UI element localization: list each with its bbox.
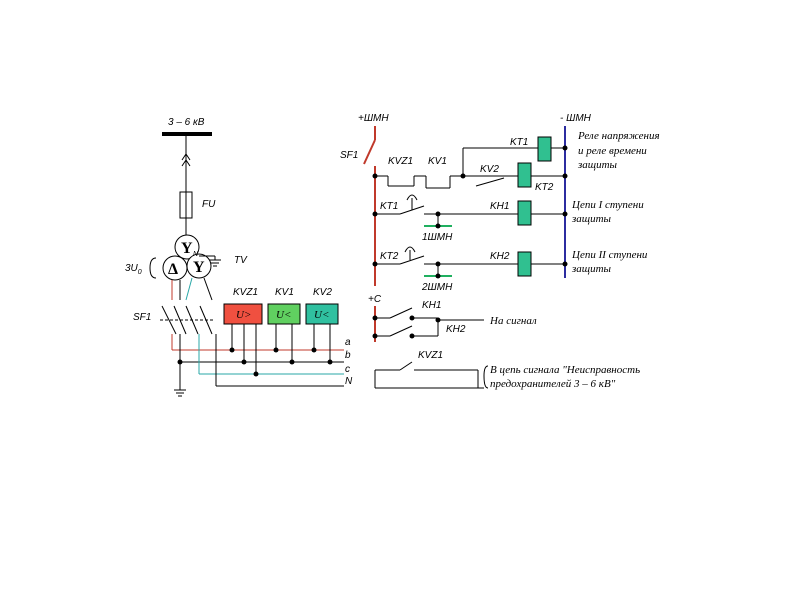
desc-stage1-line1: Цепи I ступени bbox=[571, 199, 644, 211]
junction-dot bbox=[372, 261, 378, 267]
junction-dot bbox=[289, 359, 295, 365]
time-delay-arc bbox=[406, 194, 418, 201]
junction-dot bbox=[311, 347, 317, 353]
desc-stage2-line1: Цепи II ступени bbox=[571, 249, 648, 261]
coil-kh2 bbox=[517, 251, 532, 277]
relay-kv2 bbox=[305, 303, 339, 325]
bus-label-n: N bbox=[345, 376, 353, 387]
yn-sub: N bbox=[193, 251, 199, 258]
bus-label-c: c bbox=[345, 364, 350, 375]
plus-c-label: +С bbox=[368, 294, 382, 305]
kt1-coil-label: KT1 bbox=[510, 137, 528, 148]
time-delay-arc bbox=[404, 246, 416, 253]
junction-dot bbox=[372, 173, 378, 179]
tv-star-winding bbox=[186, 253, 212, 279]
disconnector-icon bbox=[181, 153, 191, 167]
desc-relays-line3: защиты bbox=[577, 159, 618, 171]
kh2-coil-label: KH2 bbox=[490, 251, 510, 262]
junction-dot bbox=[372, 315, 378, 321]
kv2-contact-label: KV2 bbox=[480, 164, 499, 175]
coil-kt1 bbox=[537, 136, 552, 162]
junction-dot bbox=[562, 211, 568, 217]
minus-shmn-label: - ШМН bbox=[560, 113, 592, 124]
signal-circuit: +С KH1 KH2 На сигнал KVZ1 В цепь сигнала… bbox=[368, 294, 640, 390]
kt1-contact-label: KT1 bbox=[380, 201, 398, 212]
junction-dot bbox=[562, 145, 568, 151]
junction-dot bbox=[372, 333, 378, 339]
junction-dot bbox=[435, 273, 441, 279]
desc-relays-line1: Реле напряжения bbox=[577, 130, 660, 142]
fault-signal-line1: В цепь сигнала "Неисправность bbox=[490, 364, 640, 376]
fuse-label: FU bbox=[202, 199, 216, 210]
tv-primary-winding bbox=[174, 234, 200, 260]
relay-label-kv2: KV2 bbox=[313, 287, 332, 298]
sf1-right-blade bbox=[363, 139, 376, 165]
desc-stage2-line2: защиты bbox=[571, 263, 612, 275]
signal-brace bbox=[483, 365, 489, 389]
relay-kvz1 bbox=[223, 303, 263, 325]
junction-dot bbox=[409, 315, 415, 321]
sf1-blade-1 bbox=[161, 305, 177, 335]
fault-signal-line2: предохранителей 3 – 6 кВ" bbox=[490, 378, 616, 390]
kh1-contact-label: KH1 bbox=[422, 300, 441, 311]
kvz1-signal-label: KVZ1 bbox=[418, 350, 443, 361]
relay-kv1 bbox=[267, 303, 301, 325]
junction-dot bbox=[409, 333, 415, 339]
shmn2-label: 2ШМН bbox=[421, 282, 453, 293]
junction-dot bbox=[241, 359, 247, 365]
kvz1-contact-label: KVZ1 bbox=[388, 156, 413, 167]
to-signal-label: На сигнал bbox=[489, 315, 537, 327]
bus-label-a: a bbox=[345, 337, 351, 348]
junction-dot bbox=[372, 211, 378, 217]
u0-brace bbox=[149, 257, 157, 279]
relay-label-kvz1: KVZ1 bbox=[233, 287, 258, 298]
kt2-contact-label: KT2 bbox=[380, 251, 399, 262]
kv1-contact-label: KV1 bbox=[428, 156, 447, 167]
junction-dot bbox=[460, 173, 466, 179]
shmn1-label: 1ШМН bbox=[422, 232, 453, 243]
tv-label: TV bbox=[234, 255, 248, 266]
junction-dot bbox=[253, 371, 259, 377]
right-schematic: +ШМН - ШМН SF1 KT1 KVZ1 KV1 KV2 KT2 bbox=[340, 113, 660, 293]
ground-icon bbox=[209, 259, 221, 267]
junction-dot bbox=[435, 317, 441, 323]
junction-dot bbox=[327, 359, 333, 365]
coil-kt2 bbox=[517, 162, 532, 188]
coil-kh1 bbox=[517, 200, 532, 226]
junction-dot bbox=[229, 347, 235, 353]
voltage-label: 3 – 6 кВ bbox=[168, 117, 205, 128]
desc-relays-line2: и реле времени bbox=[578, 145, 647, 157]
relay-label-kv1: KV1 bbox=[275, 287, 294, 298]
left-schematic: 3 – 6 кВ FU Y N Δ Y TV 3U0 SF1 bbox=[125, 117, 353, 397]
u0-label: 3U0 bbox=[125, 263, 142, 276]
delta-symbol: Δ bbox=[168, 261, 178, 278]
y-symbol: Y bbox=[193, 259, 205, 276]
junction-dot bbox=[562, 173, 568, 179]
junction-dot bbox=[177, 359, 183, 365]
yn-symbol: Y bbox=[181, 240, 193, 257]
junction-dot bbox=[273, 347, 279, 353]
kh1-coil-label: KH1 bbox=[490, 201, 509, 212]
relay-kvz1-text: U> bbox=[236, 309, 251, 321]
kh2-contact-label: KH2 bbox=[446, 324, 466, 335]
kt2-coil-label: KT2 bbox=[535, 182, 554, 193]
ground-icon bbox=[174, 389, 186, 397]
junction-dot bbox=[562, 261, 568, 267]
sf1-right-label: SF1 bbox=[340, 150, 358, 161]
junction-dot bbox=[435, 223, 441, 229]
relay-kv2-text: U< bbox=[314, 309, 329, 321]
relay-kv1-text: U< bbox=[276, 309, 291, 321]
plus-shmn-label: +ШМН bbox=[358, 113, 389, 124]
desc-stage1-line2: защиты bbox=[571, 213, 612, 225]
sf1-left-label: SF1 bbox=[133, 312, 151, 323]
bus-label-b: b bbox=[345, 350, 351, 361]
